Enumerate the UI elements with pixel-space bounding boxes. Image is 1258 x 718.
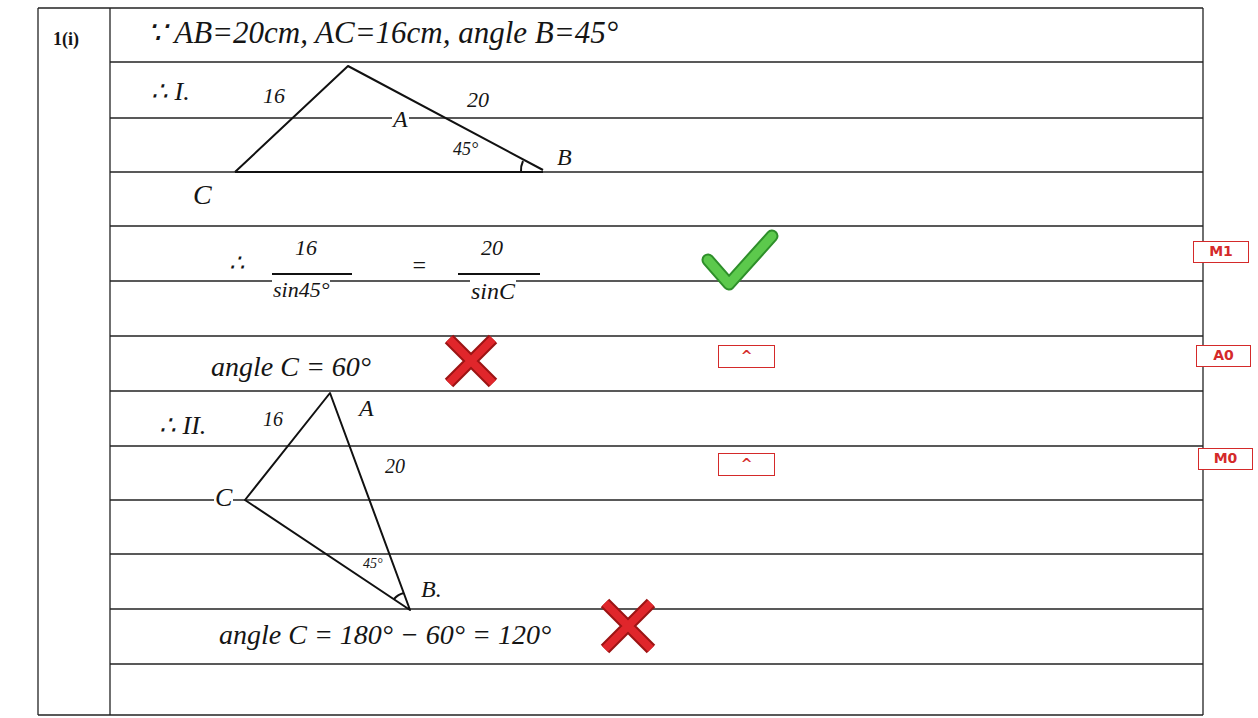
cross-mark <box>605 603 651 649</box>
angle-arc <box>521 161 523 172</box>
side-length: 16 <box>262 408 284 430</box>
cross-mark <box>449 339 493 383</box>
numerator: 16 <box>294 236 318 260</box>
rule-line <box>110 335 1203 336</box>
rule-line <box>110 117 1203 118</box>
cross-mark <box>449 339 493 383</box>
caret-box: ^ <box>718 453 775 476</box>
rule-line <box>110 608 1203 609</box>
triangle-sketch <box>235 66 543 172</box>
rule-line <box>110 499 1203 500</box>
mark-text: A0 <box>1213 346 1234 365</box>
rule-line <box>38 714 1203 715</box>
mark-text: M1 <box>1209 242 1233 261</box>
rule-line <box>110 663 1203 664</box>
tick-mark <box>708 236 772 284</box>
margin-line <box>37 8 38 715</box>
denominator: sinC <box>470 278 516 304</box>
triangle-sketch <box>245 393 410 610</box>
therefore-sign: ∴ <box>228 250 245 276</box>
vertex-label: B. <box>420 576 443 602</box>
triangle-base <box>235 171 543 173</box>
rule-line <box>110 171 1203 172</box>
rule-line <box>38 7 1203 8</box>
cross-mark <box>605 603 651 649</box>
working-line: angle C = 180° − 60° = 120° <box>218 620 552 651</box>
rule-line <box>110 445 1203 446</box>
mark-box: M0 <box>1198 448 1253 470</box>
numerator: 20 <box>480 236 504 260</box>
cross-mark <box>605 603 651 649</box>
vertex-label: C <box>214 484 233 513</box>
mark-text: ^ <box>741 454 753 474</box>
case-label: ∴ I. <box>150 78 191 107</box>
equals-sign: = <box>410 252 428 278</box>
mark-text: M0 <box>1214 449 1238 468</box>
vertex-label: A <box>392 106 409 132</box>
caret-box: ^ <box>718 345 775 368</box>
rule-line <box>110 225 1203 226</box>
given-statement: ∵ AB=20cm, AC=16cm, angle B=45° <box>146 16 619 50</box>
working-line: angle C = 60° <box>210 352 372 383</box>
mark-box: M1 <box>1193 241 1249 263</box>
side-length: 20 <box>466 88 490 112</box>
vertex-label: C <box>192 180 213 211</box>
mark-text: ^ <box>741 346 753 366</box>
fraction-bar <box>272 273 352 275</box>
side-length: 16 <box>262 84 286 108</box>
rule-line <box>110 61 1203 62</box>
fraction-bar <box>458 273 540 275</box>
angle-label: 45° <box>452 140 479 160</box>
mark-box: A0 <box>1196 345 1251 367</box>
case-label: ∴ II. <box>158 412 207 441</box>
handwritten-figures <box>235 66 543 610</box>
question-number: 1(i) <box>52 30 80 50</box>
ruled-lines <box>38 8 1203 715</box>
rule-line <box>110 390 1203 391</box>
angle-label: 45° <box>362 556 384 571</box>
vertex-label: A <box>358 395 375 421</box>
vertex-label: B <box>556 144 573 170</box>
side-length: 20 <box>384 455 406 477</box>
angle-arc <box>394 593 404 599</box>
denominator: sin45° <box>272 278 330 302</box>
rule-line <box>110 553 1203 554</box>
cross-mark <box>449 339 493 383</box>
tick-mark <box>708 236 772 284</box>
